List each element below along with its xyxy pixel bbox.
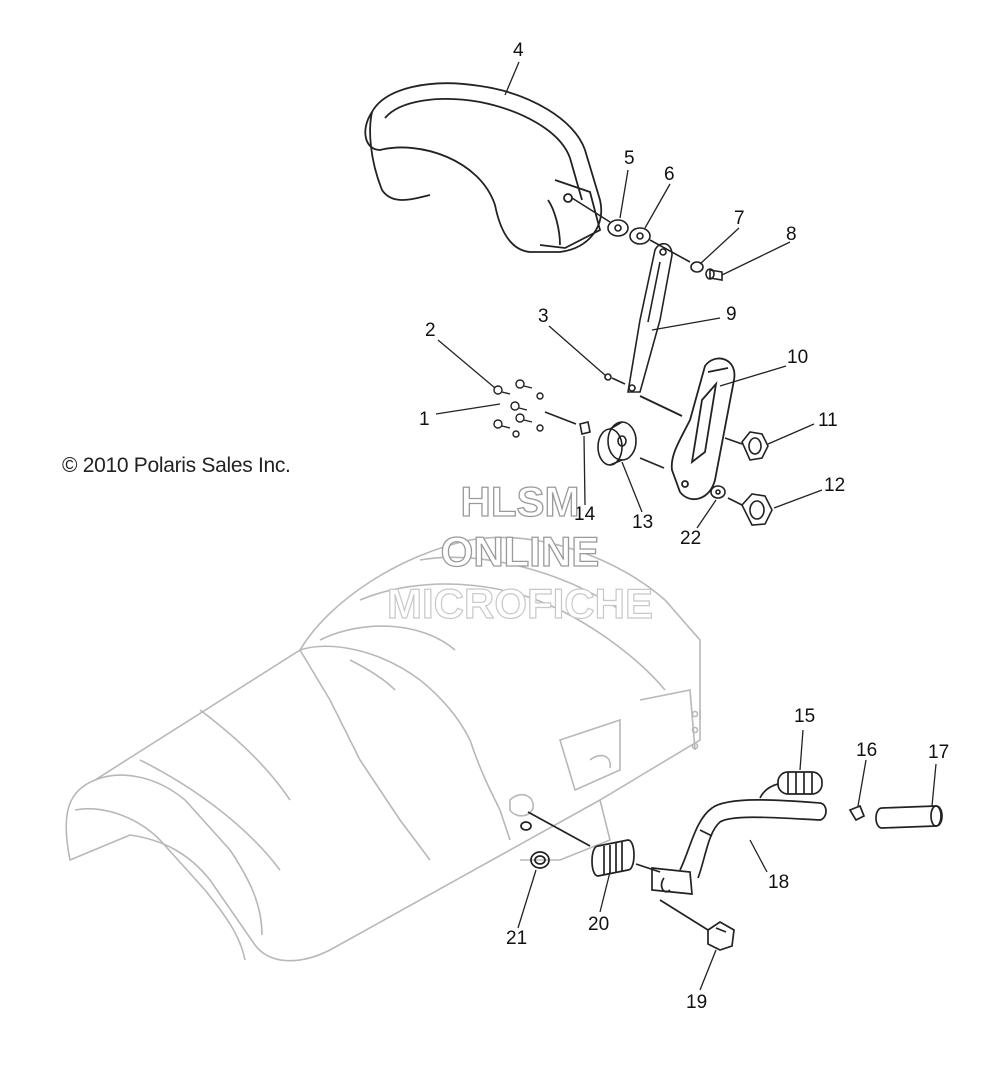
callout-14: 14 bbox=[574, 504, 596, 525]
callout-17: 17 bbox=[928, 742, 949, 763]
small-bolts bbox=[493, 379, 544, 438]
callout-20: 20 bbox=[588, 914, 609, 935]
backrest-bracket bbox=[639, 357, 736, 501]
watermark-line-1: HLSM bbox=[460, 477, 580, 525]
knobs bbox=[710, 431, 773, 526]
callout-10: 10 bbox=[787, 347, 808, 368]
callout-13: 13 bbox=[632, 512, 653, 533]
backrest-pad bbox=[364, 82, 603, 253]
callout-12: 12 bbox=[824, 475, 845, 496]
callout-5: 5 bbox=[624, 148, 635, 169]
callout-15: 15 bbox=[794, 706, 815, 727]
watermark-line-3: MICROFICHE bbox=[386, 579, 653, 627]
leader-lines bbox=[435, 61, 937, 991]
callout-3: 3 bbox=[538, 306, 549, 327]
callout-9: 9 bbox=[726, 304, 737, 325]
callout-6: 6 bbox=[664, 164, 675, 185]
watermark-line-2: ONLINE bbox=[440, 527, 600, 575]
callout-18: 18 bbox=[768, 872, 789, 893]
callout-22: 22 bbox=[680, 528, 701, 549]
spacer bbox=[544, 411, 665, 469]
callout-19: 19 bbox=[686, 992, 707, 1013]
callout-1: 1 bbox=[419, 409, 430, 430]
seat bbox=[65, 536, 701, 962]
callout-16: 16 bbox=[856, 740, 877, 761]
callout-labels: 4 5 6 7 8 9 3 2 1 10 11 12 13 14 22 15 1… bbox=[419, 40, 949, 1013]
copyright-notice: © 2010 Polaris Sales Inc. bbox=[62, 454, 291, 477]
callout-11: 11 bbox=[818, 410, 838, 431]
callout-4: 4 bbox=[513, 40, 524, 61]
backrest-hardware bbox=[571, 197, 723, 281]
callout-8: 8 bbox=[786, 224, 797, 245]
callout-7: 7 bbox=[734, 208, 745, 229]
grab-handle-assembly bbox=[520, 771, 943, 951]
callout-2: 2 bbox=[425, 320, 436, 341]
backrest-arm bbox=[604, 242, 673, 393]
callout-21: 21 bbox=[506, 928, 527, 949]
